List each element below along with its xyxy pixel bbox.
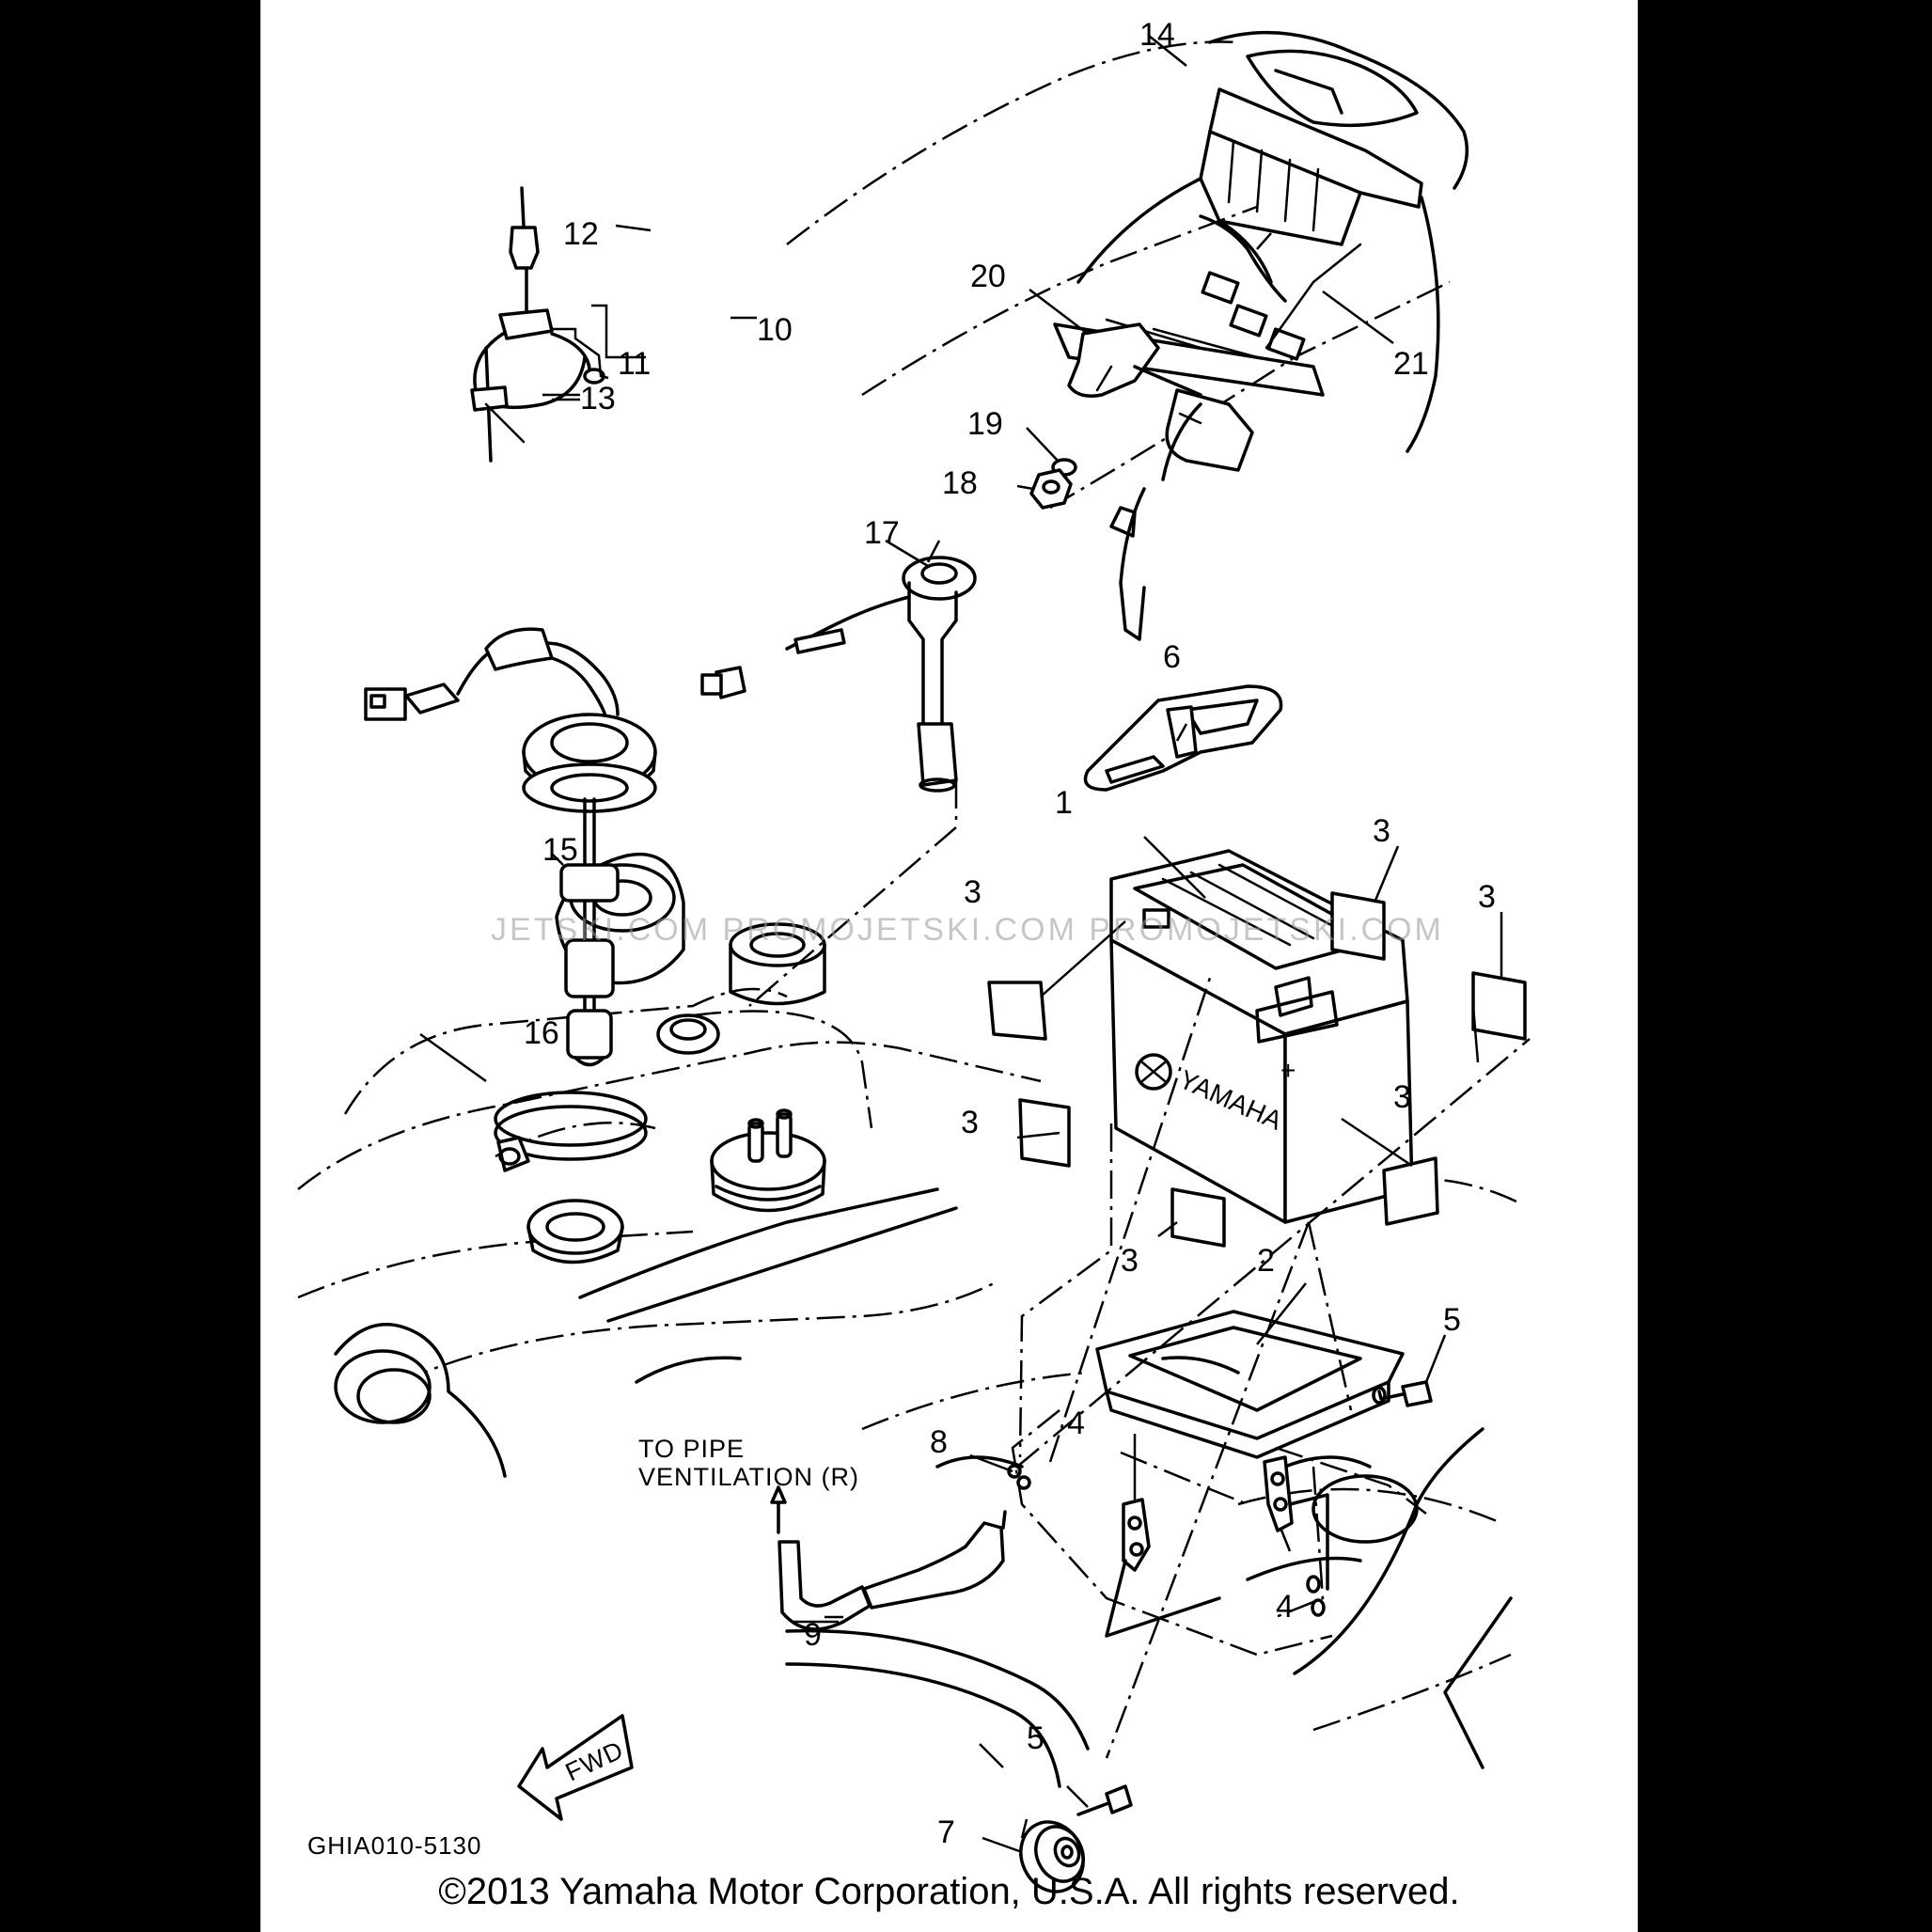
hull-contours bbox=[334, 1187, 1513, 1788]
callout-2: 2 bbox=[1257, 1243, 1275, 1279]
callout-16: 16 bbox=[524, 1015, 559, 1051]
part-1-battery: YAMAHA + bbox=[1109, 849, 1414, 1224]
callout-11: 11 bbox=[618, 346, 651, 382]
callout-19: 19 bbox=[967, 406, 1003, 442]
callout-numbers: 1 2 3 3 3 3 3 3 4 4 5 5 6 7 8 9 10 11 12… bbox=[524, 17, 1496, 1850]
part-17-sensor bbox=[700, 556, 977, 793]
callout-17: 17 bbox=[864, 515, 900, 551]
parts-diagram: YAMAHA + bbox=[297, 17, 1531, 1893]
callout-14: 14 bbox=[1139, 17, 1175, 53]
callout-1: 1 bbox=[1055, 785, 1073, 821]
part-2-tray bbox=[1095, 1310, 1405, 1459]
diagram-sheet: YAMAHA + bbox=[260, 0, 1638, 1932]
leader-lines bbox=[419, 35, 1531, 1854]
callout-8: 8 bbox=[930, 1424, 948, 1460]
part-18-19-nut-washer bbox=[1029, 458, 1077, 510]
callout-15: 15 bbox=[542, 832, 578, 868]
tank-grommets bbox=[526, 922, 826, 1264]
callout-18: 18 bbox=[942, 465, 978, 501]
diagram-code: GHIA010-5130 bbox=[307, 1831, 481, 1860]
part-15-sender-unit bbox=[364, 627, 657, 1067]
ventilation-arrow: TO PIPE VENTILATION (R) bbox=[638, 1435, 859, 1534]
callout-3a: 3 bbox=[964, 874, 982, 910]
svg-text:+: + bbox=[1280, 1056, 1296, 1085]
part-5-screws bbox=[1076, 1380, 1433, 1816]
hull-outline bbox=[297, 40, 1521, 1732]
watermark: JETSKI.COM PROMOJETSKI.COM PROMOJETSKI.C… bbox=[491, 912, 1444, 948]
part-16-band-clamp bbox=[494, 1091, 648, 1172]
callout-20: 20 bbox=[970, 259, 1006, 294]
part-14-meter bbox=[1076, 30, 1469, 453]
callout-5b: 5 bbox=[1027, 1720, 1045, 1756]
part-8-clip bbox=[1007, 1464, 1031, 1490]
part-6-strap bbox=[1083, 684, 1283, 792]
part-20-21-bracket-wiring bbox=[1053, 214, 1362, 641]
callout-12: 12 bbox=[563, 216, 599, 252]
callout-9: 9 bbox=[804, 1617, 822, 1653]
part-9-hose bbox=[778, 1510, 1007, 1631]
callout-10: 10 bbox=[757, 312, 793, 348]
intake-cap bbox=[334, 1349, 432, 1424]
note-line-1: TO PIPE bbox=[638, 1435, 745, 1463]
part-3-pads bbox=[987, 891, 1527, 1248]
callout-3b: 3 bbox=[1373, 813, 1390, 849]
note-line-2: VENTILATION (R) bbox=[638, 1463, 859, 1491]
callout-3e: 3 bbox=[1393, 1079, 1411, 1115]
tray-outline bbox=[1011, 1409, 1427, 1657]
callout-4b: 4 bbox=[1276, 1589, 1294, 1625]
callout-3d: 3 bbox=[961, 1105, 979, 1140]
callout-21: 21 bbox=[1393, 346, 1429, 382]
callout-5a: 5 bbox=[1443, 1302, 1461, 1338]
callout-4a: 4 bbox=[1067, 1406, 1085, 1441]
callout-3f: 3 bbox=[1121, 1243, 1139, 1279]
callout-13: 13 bbox=[580, 381, 616, 416]
callout-3c: 3 bbox=[1478, 879, 1496, 915]
fwd-arrow: FWD bbox=[517, 1714, 634, 1821]
part-4-brackets bbox=[1105, 1455, 1329, 1638]
callout-7: 7 bbox=[937, 1814, 955, 1850]
copyright-notice: ©2013 Yamaha Motor Corporation, U.S.A. A… bbox=[438, 1871, 1460, 1912]
vent-cap bbox=[710, 1108, 826, 1213]
part-7-grommet bbox=[1019, 1820, 1085, 1893]
callout-6: 6 bbox=[1163, 639, 1181, 675]
